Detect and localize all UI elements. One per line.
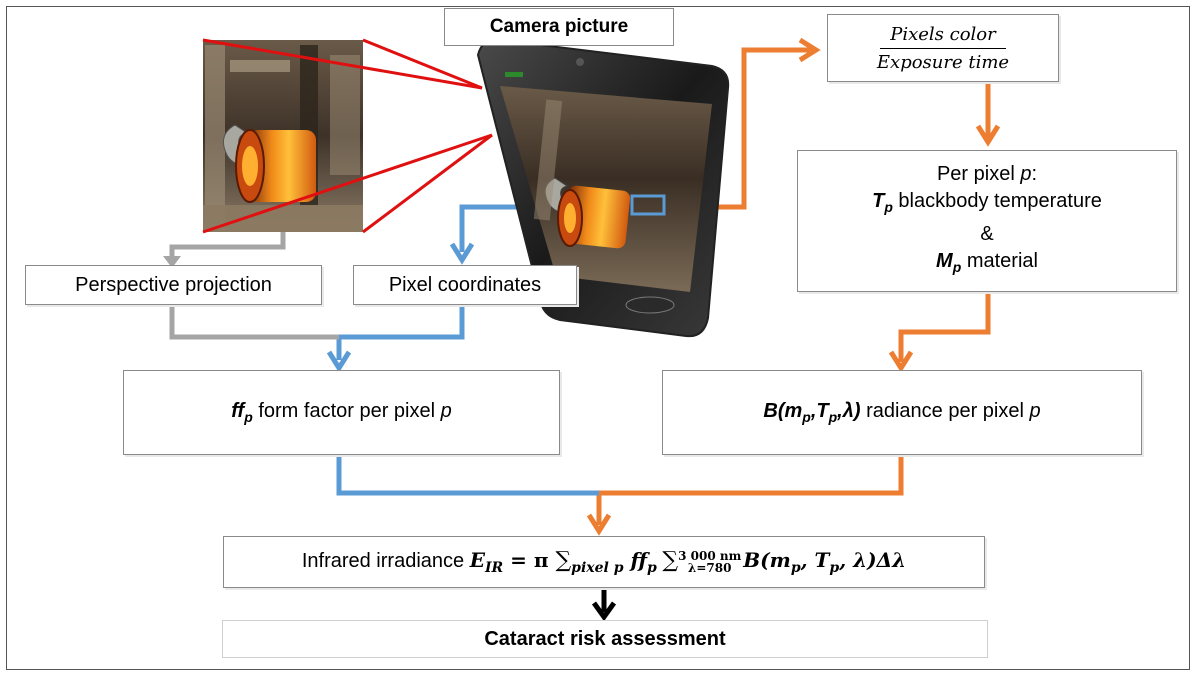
form-factor-symbol-letters: ff [231, 400, 245, 422]
zoom-line-upper [362, 38, 483, 90]
cataract-risk-text: Cataract risk assessment [484, 627, 726, 650]
irradiance-b-mid: , T [800, 548, 830, 572]
irradiance-text: Infrared irradiance [301, 550, 470, 572]
temperature-text: blackbody temperature [892, 190, 1102, 212]
material-text: material [961, 250, 1038, 272]
blue-arrowhead-formfactor [326, 350, 352, 373]
exposure-denominator: Exposure time [876, 51, 1010, 73]
material-symbol-sub: p [952, 259, 962, 275]
irradiance-formula: Infrared irradiance EIR = π ∑pixel p ffp… [302, 548, 906, 576]
form-factor-var: p [440, 400, 452, 422]
per-pixel-heading: Per pixel p: [937, 161, 1037, 188]
irradiance-e-letter: E [469, 548, 485, 572]
perspective-projection-box: Perspective projection [25, 265, 322, 305]
orange-arrowhead-perpixel [975, 124, 1001, 147]
temperature-symbol-letter: T [872, 190, 885, 212]
radiance-symbol-mid: ,T [810, 400, 829, 422]
radiance-line: B(mp,Tp,λ) radiance per pixel p [763, 400, 1040, 425]
temperature-symbol-sub: p [884, 199, 893, 215]
radiance-text: radiance per pixel [860, 400, 1030, 422]
orange-arrowhead-irradiance [586, 513, 612, 536]
grey-connector-perspective-to-formfactor [169, 303, 339, 340]
per-pixel-heading-text: Per pixel [936, 163, 1021, 185]
irradiance-equals-pi: = π [503, 548, 556, 572]
ampersand: & [980, 223, 994, 245]
sum-2-lower-limit: λ=780 [687, 560, 732, 575]
radiance-symbol-sub2: p [828, 409, 838, 425]
orange-arrowhead-radiance [888, 350, 914, 373]
zoom-line-top [202, 38, 483, 90]
figure-frame [6, 6, 1190, 670]
sum-1-subscript: pixel p [571, 560, 624, 576]
zoom-line-lower [202, 133, 493, 234]
form-factor-line: ffp form factor per pixel p [231, 400, 452, 425]
radiance-var: p [1029, 400, 1041, 422]
form-factor-symbol: ffp [231, 400, 253, 425]
exposure-numerator: Pixels color [880, 24, 1006, 49]
form-factor-text: form factor per pixel [252, 400, 441, 422]
pixel-coordinates-box: Pixel coordinates [353, 265, 577, 305]
exposure-fraction: Pixels color Exposure time [867, 24, 1019, 73]
grey-connector-photo-to-perspective [169, 230, 286, 258]
blue-connector-pixelcoords-to-formfactor [336, 303, 465, 360]
perspective-projection-text: Perspective projection [75, 273, 272, 296]
form-factor-box: ffp form factor per pixel p [123, 370, 560, 455]
material-line: Mp material [936, 248, 1038, 281]
irradiance-b-term: B(mp, Tp, λ)Δλ [743, 548, 907, 576]
zoom-line-bottom [362, 133, 493, 234]
exposure-box: Pixels color Exposure time [827, 14, 1059, 82]
material-symbol-letter: M [936, 250, 953, 272]
irradiance-box: Infrared irradiance EIR = π ∑pixel p ffp… [223, 536, 985, 588]
per-pixel-heading-var: p [1020, 163, 1032, 185]
form-factor-symbol-sub: p [244, 409, 253, 425]
blue-connector-formfactor-to-irradiance [336, 455, 599, 496]
orange-arrowhead-exposure [798, 37, 821, 63]
irradiance-e-symbol: EIR [469, 548, 503, 576]
camera-picture-text: Camera picture [489, 16, 629, 37]
irradiance-b-prefix: B(m [743, 548, 791, 572]
irradiance-b-sub1: p [790, 560, 801, 576]
irradiance-ff-letters: ff [623, 548, 648, 572]
radiance-symbol-prefix: B(m [763, 400, 803, 422]
irradiance-b-sub2: p [829, 560, 840, 576]
irradiance-ff-sub: p [647, 560, 657, 576]
radiance-symbol-suffix: ,λ) [837, 400, 861, 422]
per-pixel-heading-colon: : [1031, 163, 1038, 185]
irradiance-ff-symbol: ffp [623, 548, 656, 576]
temperature-symbol: Tp [872, 190, 893, 215]
pixel-coordinates-text: Pixel coordinates [388, 273, 542, 296]
per-pixel-box: Per pixel p: Tp blackbody temperature & … [797, 150, 1177, 292]
sum-2-upper-limit: 3 000 nm [678, 548, 742, 563]
grey-arrowhead-perspective [163, 256, 181, 268]
cataract-risk-box: Cataract risk assessment [222, 620, 988, 658]
radiance-symbol-sub1: p [802, 409, 811, 425]
radiance-symbol: B(mp,Tp,λ) [763, 400, 861, 425]
temperature-line: Tp blackbody temperature [872, 188, 1102, 221]
sum-symbol-2: ∑ [662, 548, 679, 573]
orange-connector-perpixel-to-radiance [898, 292, 991, 362]
irradiance-b-suffix: , λ)Δλ [839, 548, 907, 572]
sum-symbol-1: ∑ [555, 548, 572, 573]
radiance-box: B(mp,Tp,λ) radiance per pixel p [662, 370, 1142, 455]
orange-connector-radiance-to-irradiance [596, 455, 904, 525]
irradiance-e-sub: IR [484, 560, 504, 576]
camera-picture-label: Camera picture [444, 8, 674, 46]
blue-arrowhead-pixelcoords [449, 242, 475, 265]
material-symbol: Mp [936, 250, 962, 275]
black-arrowhead-result [591, 601, 617, 622]
